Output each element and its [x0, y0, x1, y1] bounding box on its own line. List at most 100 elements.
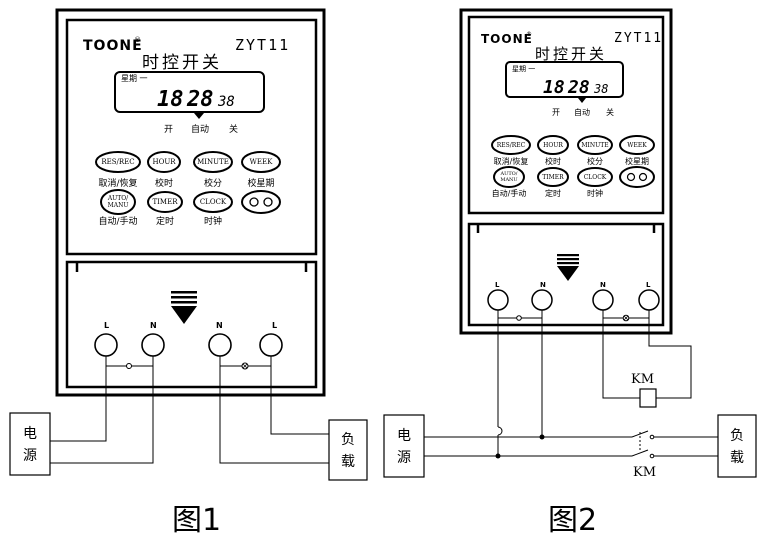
led-icon	[263, 197, 273, 207]
device-1-caption-minute: 校分	[204, 177, 222, 189]
figure-2-wiring	[424, 310, 718, 459]
svg-text:电: 电	[397, 428, 411, 444]
device-2-title: 时控开关	[535, 45, 607, 63]
device-1-button-timer[interactable]: TIMER	[147, 191, 183, 213]
coil-symbol-icon	[126, 363, 132, 369]
svg-text:AUTO/: AUTO/	[107, 195, 129, 202]
device-2-mode-auto: 自动	[574, 107, 590, 117]
svg-text:源: 源	[397, 450, 411, 466]
figure-1-wiring	[50, 356, 329, 464]
device-2-lcd-second: 38	[593, 82, 608, 96]
device-2-lcd-weekday: 星期 一	[512, 65, 535, 73]
device-2-button-timer[interactable]: TIMER	[537, 167, 569, 187]
device-2-lcd	[505, 61, 624, 98]
svg-text:负: 负	[730, 428, 744, 444]
device-1-terminal-n-out	[208, 333, 232, 357]
device-2-caption-auto-manu: 自动/手动	[492, 188, 527, 198]
device-1-mode-auto: 自动	[191, 123, 209, 135]
device-1-button-res-rec[interactable]: RES/REC	[95, 151, 141, 173]
svg-text:WEEK: WEEK	[627, 142, 647, 149]
device-1-body	[55, 8, 326, 397]
device-2-lcd-hour: 18	[543, 77, 565, 98]
device-1-button-week[interactable]: WEEK	[241, 151, 281, 173]
device-2-mode-on: 开	[552, 108, 560, 117]
device-2-button-clock[interactable]: CLOCK	[577, 167, 613, 187]
figure-2-power-box: 电 源	[383, 414, 425, 478]
svg-text:MINUTE: MINUTE	[197, 158, 229, 166]
device-2-button-res-rec[interactable]: RES/REC	[491, 135, 531, 155]
svg-text:AUTO/: AUTO/	[500, 171, 518, 177]
device-2-terminal-l-out	[638, 289, 660, 311]
svg-text:RES/REC: RES/REC	[101, 158, 134, 166]
device-1-button-dual[interactable]	[241, 190, 281, 214]
device-1-button-hour[interactable]: HOUR	[147, 151, 181, 173]
contactor-contact-label: KM	[633, 465, 656, 480]
led-icon	[638, 172, 648, 182]
device-1-caption-auto-manu: 自动/手动	[98, 215, 137, 227]
device-1-lcd	[114, 71, 265, 113]
svg-text:HOUR: HOUR	[543, 142, 563, 149]
device-2-button-minute[interactable]: MINUTE	[577, 135, 613, 155]
device-2-terminal-label-n1: N	[540, 281, 546, 289]
device-1-terminal-label-n1: N	[150, 321, 157, 330]
device-1-terminal-label-l1: L	[104, 321, 109, 330]
device-2-button-auto-manu[interactable]: AUTO/ MANU	[493, 166, 525, 188]
device-2-body	[459, 8, 673, 335]
device-1-caption-week: 校星期	[247, 177, 274, 189]
svg-text:HOUR: HOUR	[152, 158, 176, 166]
svg-text:CLOCK: CLOCK	[584, 174, 607, 181]
svg-text:MANU: MANU	[500, 177, 517, 183]
svg-text:TIMER: TIMER	[542, 174, 564, 181]
device-2-terminal-n-in	[531, 289, 553, 311]
device-2-terminal-label-l1: L	[495, 281, 500, 289]
contactor-coil	[639, 388, 657, 408]
device-1-brand: TOONE	[83, 38, 143, 54]
device-1-lcd-hour: 18	[157, 87, 184, 112]
svg-text:负: 负	[341, 432, 355, 448]
svg-text:载: 载	[341, 454, 355, 470]
figure-1-caption: 图1	[172, 503, 221, 538]
device-2-caption-clock: 时钟	[587, 188, 603, 198]
device-2-terminal-label-l2: L	[646, 281, 651, 289]
device-2-model: ZYT11	[614, 31, 663, 46]
device-2-brand: TOONE	[481, 32, 533, 46]
device-2-caption-timer: 定时	[545, 188, 561, 198]
device-1-model: ZYT11	[235, 36, 290, 54]
led-icon	[626, 172, 636, 182]
svg-text:电: 电	[23, 426, 37, 442]
timer-switch-device-2: TOONE ® ZYT11 时控开关 星期 一 18 28 38 开 自动 关 …	[459, 8, 673, 335]
device-2-mode-pointer-icon	[578, 98, 586, 103]
svg-text:RES/REC: RES/REC	[497, 142, 526, 149]
device-1-mode-off: 关	[229, 123, 238, 135]
svg-text:载: 载	[730, 450, 744, 466]
device-2-terminal-cover	[467, 222, 665, 327]
svg-text:MINUTE: MINUTE	[581, 142, 608, 149]
device-1-cover-arrow-icon	[171, 291, 197, 324]
device-1-terminal-label-l2: L	[272, 321, 277, 330]
svg-text:源: 源	[23, 448, 37, 464]
device-2-button-week[interactable]: WEEK	[619, 135, 655, 155]
device-2-button-dual[interactable]	[619, 166, 655, 188]
device-1-caption-hour: 校时	[155, 177, 173, 189]
device-1-button-clock[interactable]: CLOCK	[193, 191, 233, 213]
device-2-caption-res-rec: 取消/恢复	[494, 156, 529, 166]
device-1-terminal-l-in	[94, 333, 118, 357]
figure-2-caption: 图2	[548, 503, 597, 538]
device-2-terminal-label-n2: N	[600, 281, 606, 289]
device-2-caption-hour: 校时	[545, 156, 561, 166]
device-2-terminal-l-in	[487, 289, 509, 311]
svg-text:TIMER: TIMER	[153, 198, 179, 206]
device-2-button-hour[interactable]: HOUR	[537, 135, 569, 155]
led-icon	[249, 197, 259, 207]
contactor-coil-label: KM	[631, 372, 654, 387]
device-1-button-auto-manu[interactable]: AUTO/ MANU	[100, 189, 136, 215]
device-1-button-minute[interactable]: MINUTE	[193, 151, 233, 173]
device-1-terminal-n-in	[141, 333, 165, 357]
device-1-terminal-cover	[65, 260, 318, 389]
device-1-mode-pointer-icon	[194, 113, 204, 119]
device-1-lcd-minute: 28	[186, 87, 214, 112]
device-1-brand-mark: ®	[134, 36, 141, 44]
svg-text:CLOCK: CLOCK	[200, 198, 227, 206]
device-1-title: 时控开关	[142, 53, 222, 73]
